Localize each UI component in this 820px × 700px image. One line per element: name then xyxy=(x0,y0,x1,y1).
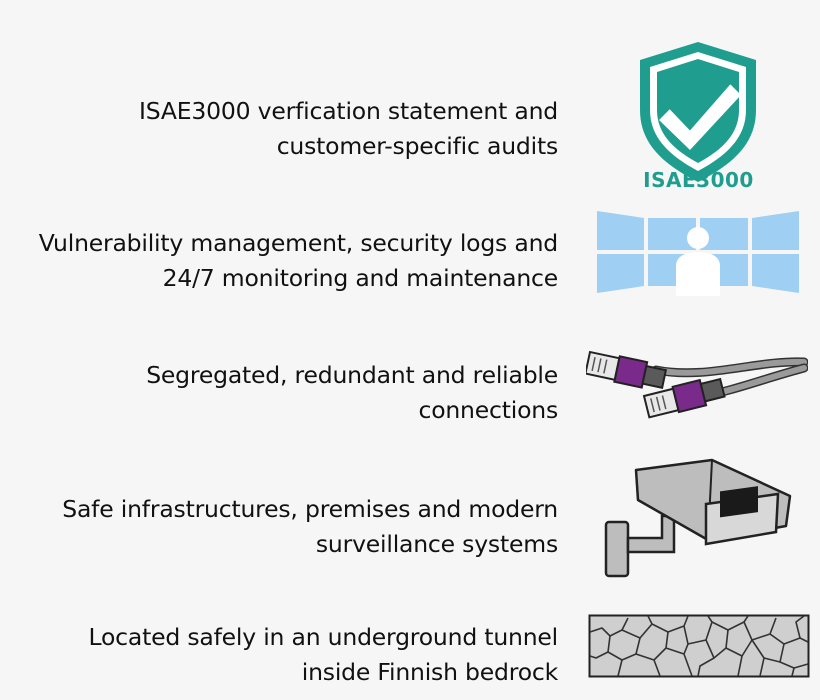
shield-check-icon: ISAE3000 xyxy=(636,40,761,198)
security-camera-icon xyxy=(602,456,798,580)
feature-line: surveillance systems xyxy=(315,530,558,558)
feature-line: customer-specific audits xyxy=(276,132,558,160)
bedrock-icon xyxy=(588,614,810,678)
feature-line: inside Finnish bedrock xyxy=(301,658,558,686)
feature-text: Safe infrastructures, premises and moder… xyxy=(0,492,558,562)
feature-line: ISAE3000 verfication statement and xyxy=(139,97,558,125)
isae-badge: ISAE3000 xyxy=(643,168,754,192)
feature-line: connections xyxy=(418,396,558,424)
network-cable-icon xyxy=(586,340,808,430)
feature-text: Segregated, redundant and reliable conne… xyxy=(0,358,558,428)
feature-line: 24/7 monitoring and maintenance xyxy=(162,264,559,292)
feature-text: Located safely in an underground tunnel … xyxy=(0,620,559,690)
feature-text: Vulnerability management, security logs … xyxy=(0,226,558,296)
feature-line: Segregated, redundant and reliable xyxy=(146,361,558,389)
feature-line: Located safely in an underground tunnel xyxy=(88,623,559,651)
feature-line: Safe infrastructures, premises and moder… xyxy=(62,495,558,523)
feature-text: ISAE3000 verfication statement and custo… xyxy=(0,94,558,164)
monitor-wall-icon xyxy=(594,208,802,296)
feature-line: Vulnerability management, security logs … xyxy=(38,229,558,257)
